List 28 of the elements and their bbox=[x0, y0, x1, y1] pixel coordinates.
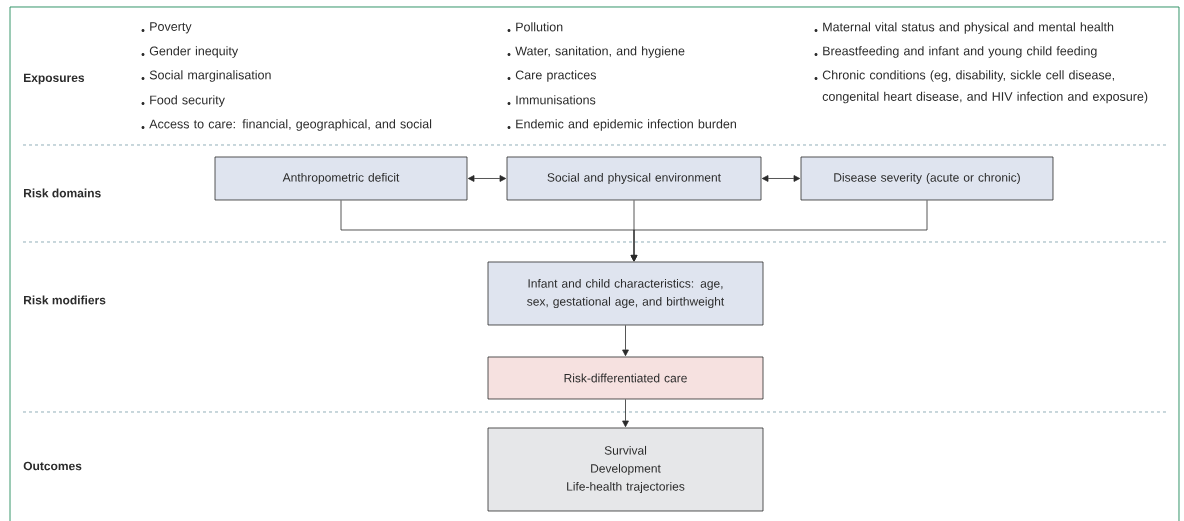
bullet-item: Care practices bbox=[515, 70, 596, 82]
bullet-item: Food security bbox=[150, 95, 225, 107]
bullet-item: Breastfeeding and infant and young child feeding bbox=[823, 46, 1097, 58]
arrow bbox=[761, 175, 801, 182]
arrow bbox=[630, 200, 928, 262]
arrow bbox=[467, 175, 507, 182]
risk-domain-box: Anthropometric deficit bbox=[214, 156, 468, 201]
row-heading: Risk modifiers bbox=[24, 295, 106, 305]
arrow bbox=[622, 399, 629, 428]
bullet-item: Pollution bbox=[516, 22, 563, 32]
bullet-item: Endemic and epidemic infection burden bbox=[516, 119, 736, 131]
arrow bbox=[622, 325, 629, 357]
bullet-item: Social marginalisation bbox=[149, 70, 271, 82]
bullet-item: Poverty bbox=[150, 22, 192, 34]
bullet-item: Immunisations bbox=[516, 95, 596, 105]
bullet-item: Access to care: financial, geographical, and social bbox=[149, 119, 432, 131]
row-heading: Outcomes bbox=[23, 461, 82, 471]
care-box: Risk-differentiated care bbox=[487, 356, 764, 400]
bullet-item: Water, sanitation, and hygiene bbox=[515, 46, 685, 58]
modifier-box: Infant and child characteristics: age, sex, gestational age, and birthweight bbox=[487, 261, 764, 326]
row-heading: Risk domains bbox=[24, 188, 101, 198]
row-heading: Exposures bbox=[24, 73, 85, 85]
risk-domain-box: Social and physical environment bbox=[506, 156, 762, 201]
bullet-item: Chronic conditions (eg, disability, sickle cell disease, congenital heart disease, and HIV infection and exposure) bbox=[822, 70, 1148, 104]
risk-domain-box: Disease severity (acute or chronic) bbox=[800, 156, 1054, 201]
bullet-item: Gender inequity bbox=[149, 46, 239, 58]
bullet-item: Maternal vital status and physical and mental health bbox=[823, 22, 1114, 34]
outcome-box: Survival Development Life-health trajectories bbox=[487, 427, 764, 512]
